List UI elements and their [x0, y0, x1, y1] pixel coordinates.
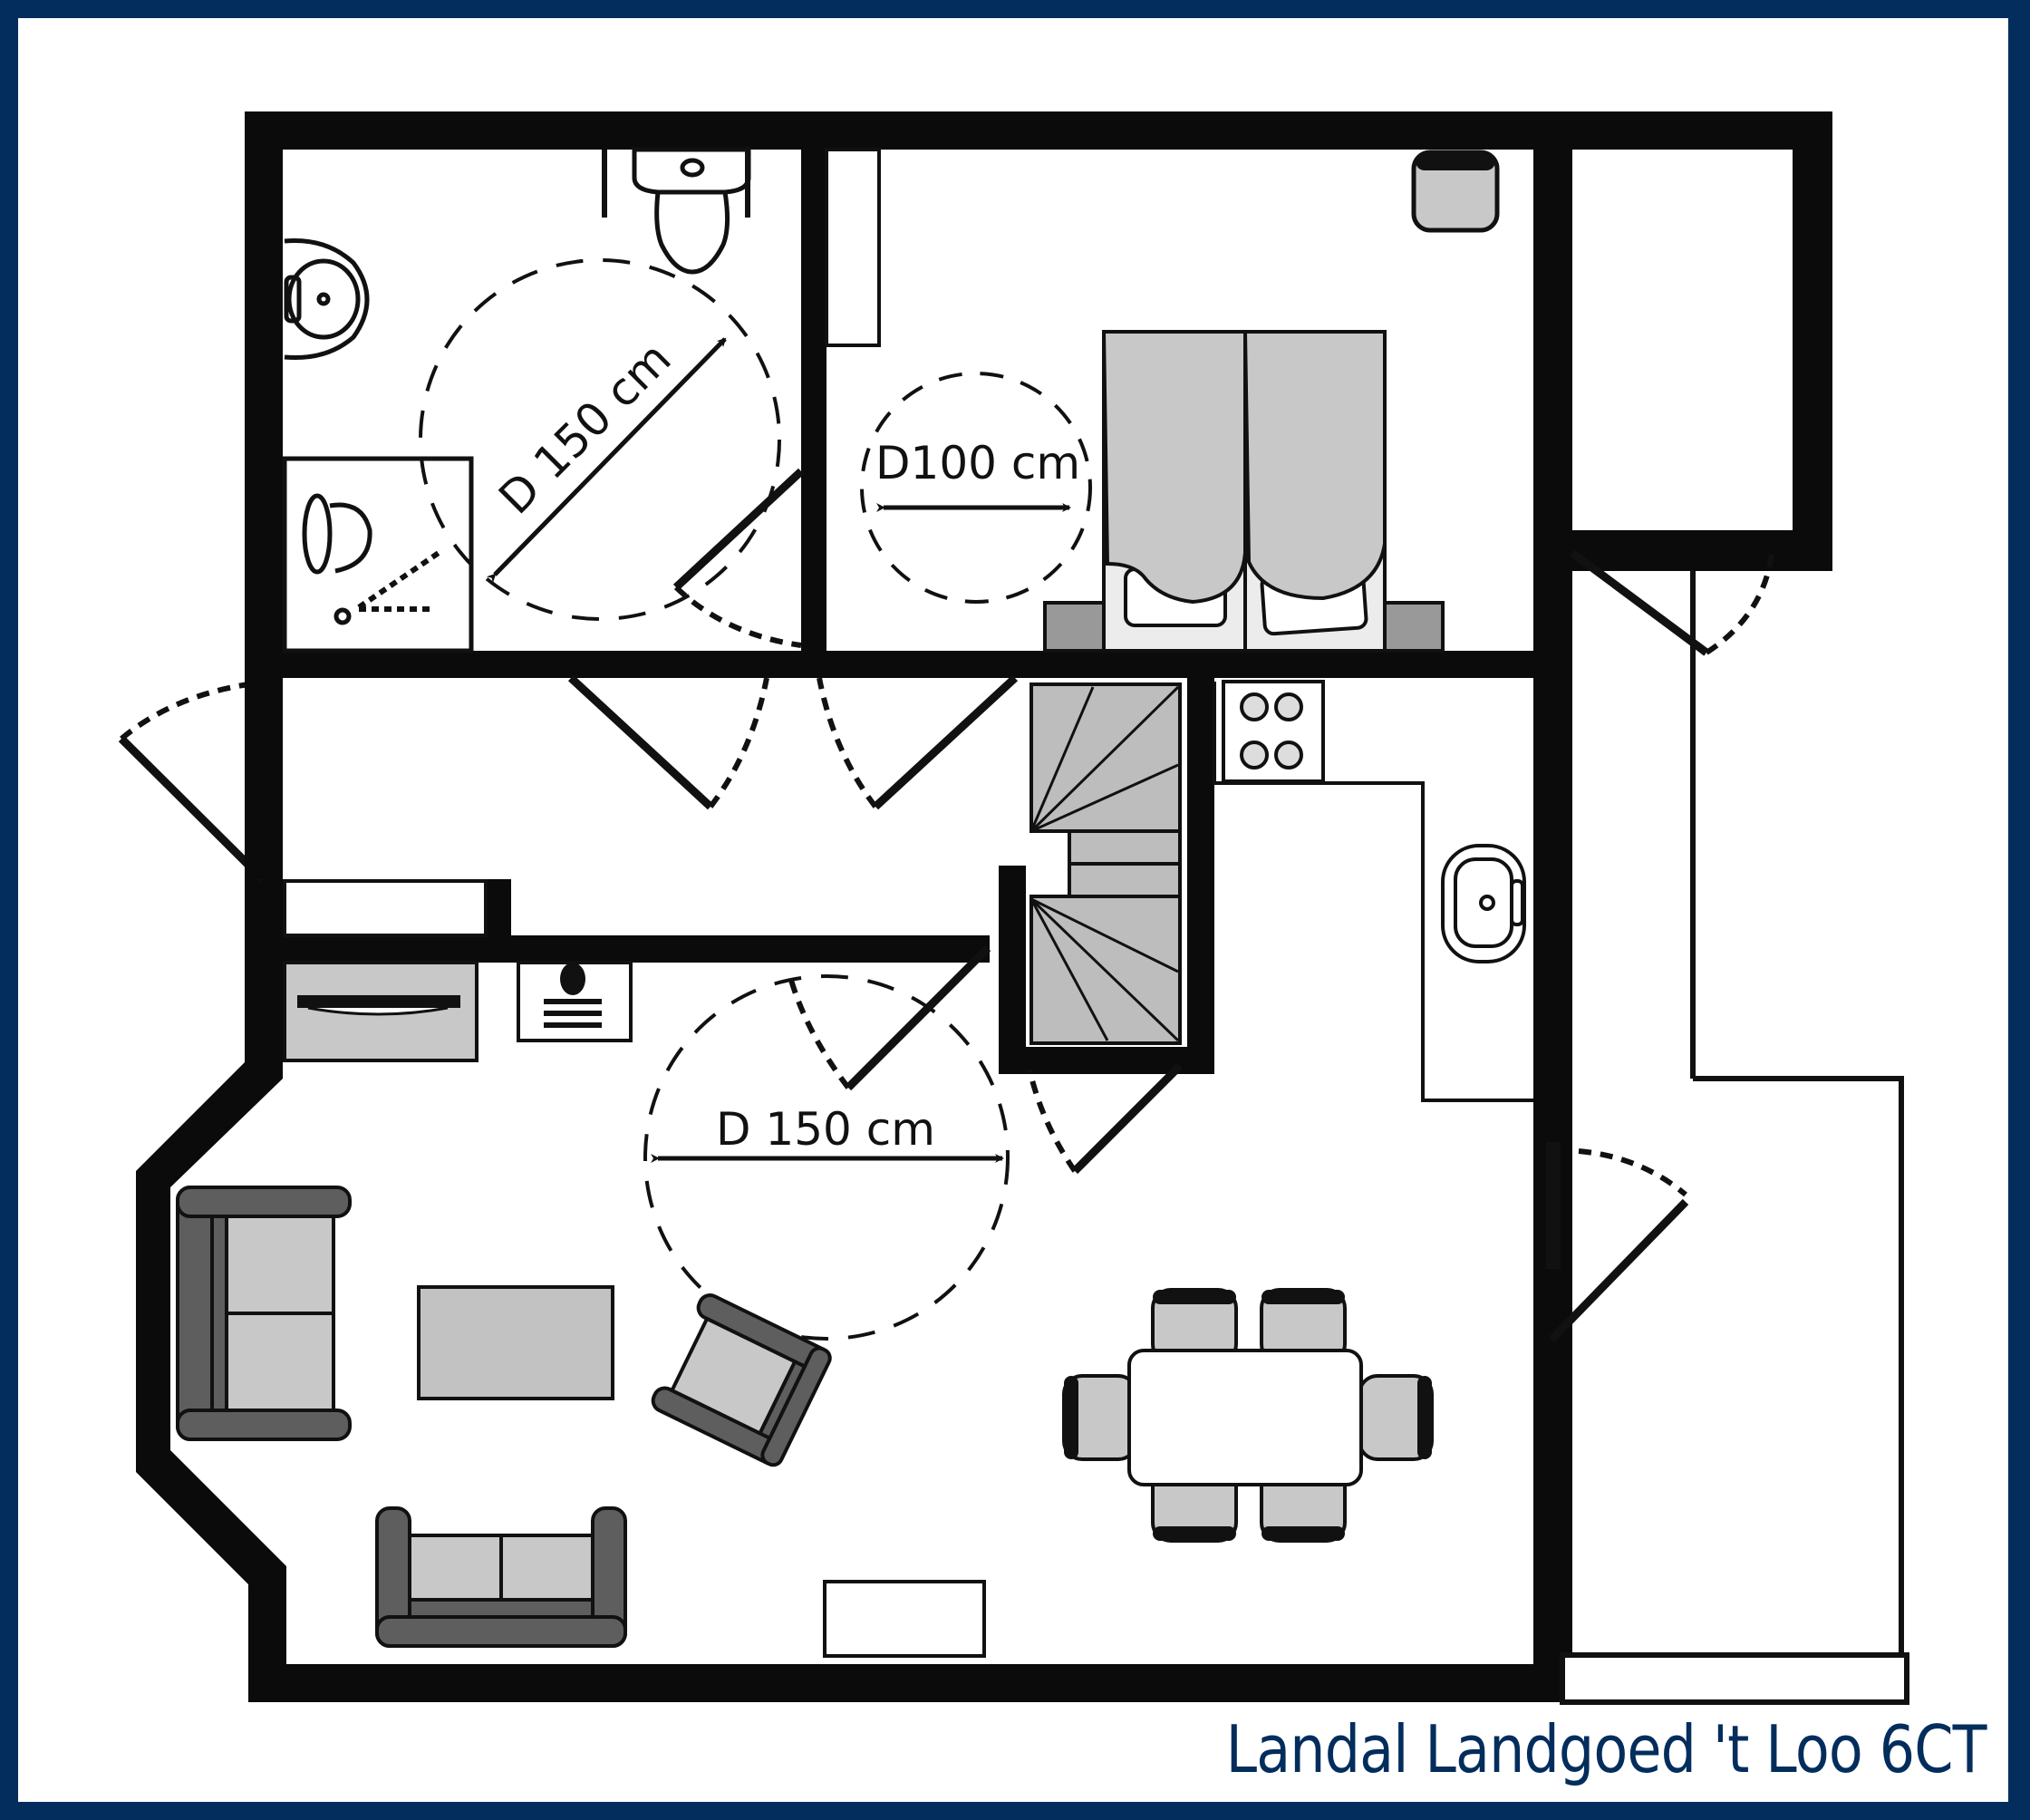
- duvet-left: [1101, 330, 1247, 605]
- living-door[interactable]: [845, 944, 991, 1091]
- living-room: [176, 944, 1184, 1658]
- duvet-right: [1242, 330, 1387, 601]
- bedroom-turning-circle: [860, 372, 1092, 604]
- living-dimension-label: D 150 cm: [716, 1103, 935, 1156]
- wardrobe: [825, 148, 881, 347]
- terrace-step: [1560, 1652, 1909, 1705]
- kitchen-door[interactable]: [1071, 1062, 1184, 1175]
- coffee-table[interactable]: [417, 1285, 614, 1400]
- tv-unit: [823, 1580, 986, 1658]
- kitchen-counter: [1213, 682, 1533, 1102]
- nightstand-left: [1043, 601, 1110, 653]
- front-door[interactable]: [118, 735, 266, 883]
- sofa-bottom[interactable]: [375, 1506, 627, 1648]
- dining: [1062, 1288, 1434, 1543]
- staircase[interactable]: [1030, 682, 1182, 1045]
- bathroom-turning-circle: [419, 258, 781, 621]
- plan-caption: Landal Landgoed 't Loo 6CT: [1225, 1711, 1987, 1787]
- shower-area: [282, 456, 474, 653]
- utility: [283, 961, 633, 1062]
- bedroom: [825, 148, 1500, 653]
- bathroom-dimension-label: D 150 cm: [488, 332, 681, 524]
- washbasin-icon: [284, 238, 370, 360]
- kitchen: [1213, 680, 1533, 1102]
- toilet-icon: [632, 147, 751, 275]
- bay-wall: [136, 1060, 286, 1702]
- sofa-left[interactable]: [176, 1186, 352, 1441]
- shower-seat-icon: [302, 493, 440, 625]
- bathroom: [282, 147, 805, 653]
- storage-door[interactable]: [1570, 549, 1904, 1675]
- nightstand-right: [1374, 601, 1445, 653]
- terrace: [1546, 1142, 1909, 1705]
- hallway: [118, 674, 1019, 937]
- terrace-door[interactable]: [1548, 1198, 1689, 1343]
- hall-bathroom-door[interactable]: [567, 674, 714, 810]
- dimension-arrow: [486, 337, 727, 584]
- grab-bar-icon: [602, 150, 607, 218]
- hall-bedroom-door[interactable]: [872, 674, 1019, 810]
- hob: [1222, 680, 1325, 783]
- living-turning-circle: [643, 974, 1010, 1341]
- armchair[interactable]: [650, 1292, 833, 1468]
- dining-table[interactable]: [1127, 1349, 1363, 1486]
- bathroom-door[interactable]: [672, 468, 805, 591]
- coat-shelf: [283, 879, 488, 937]
- bedroom-dimension-label: D100 cm: [875, 437, 1080, 489]
